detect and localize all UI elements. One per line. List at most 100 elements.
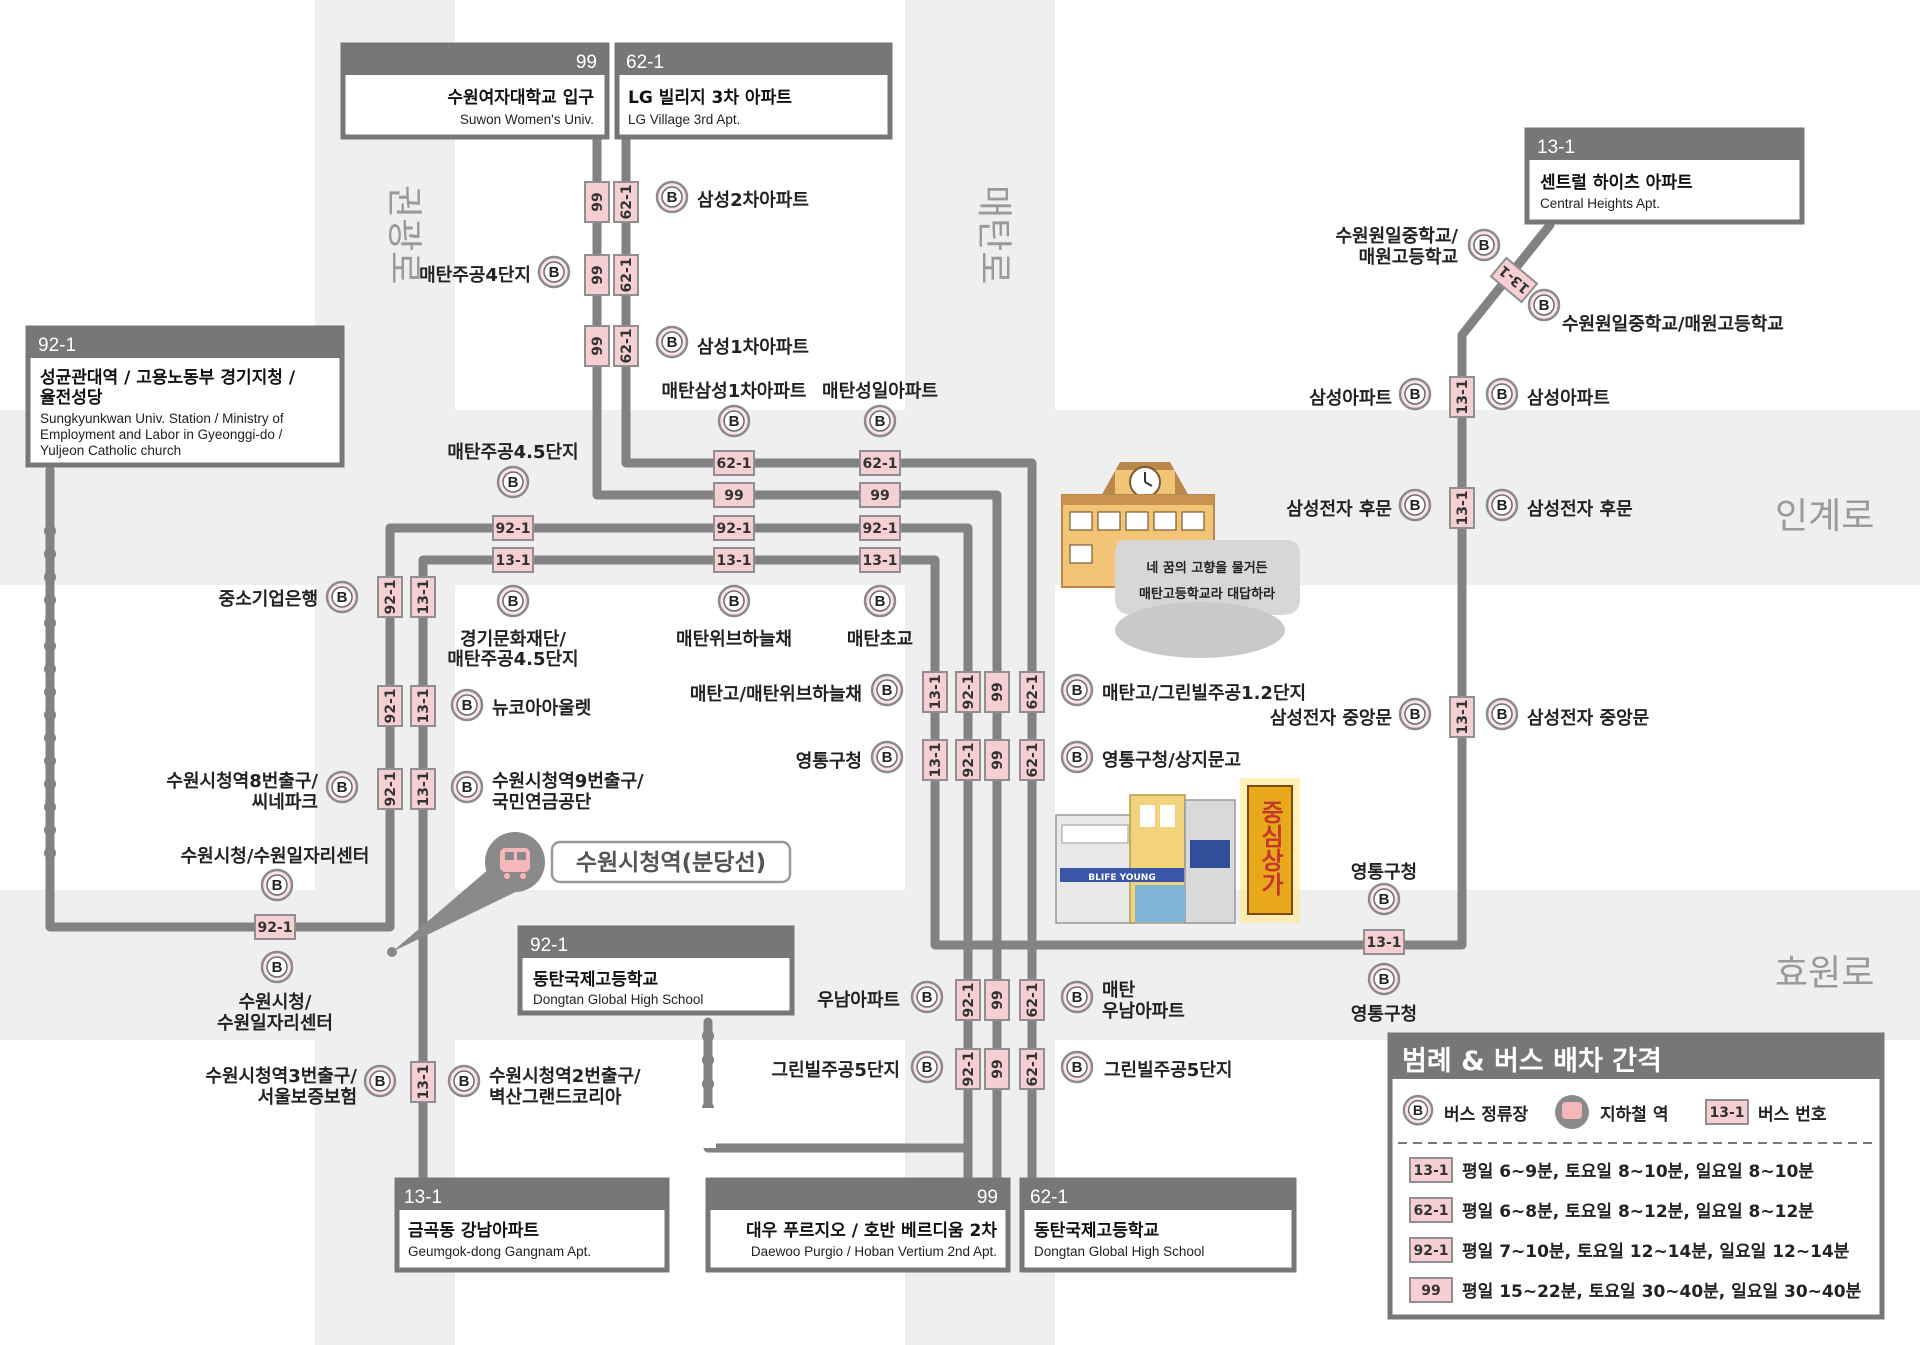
svg-text:99: 99 — [576, 52, 597, 73]
subway-name-box — [550, 840, 792, 884]
stop-label: 벽산그랜드코리아 — [489, 1087, 622, 1108]
stop-label: 영통구청 — [1351, 862, 1417, 883]
stop-labels: 삼성2차아파트 매탄주공4단지 삼성1차아파트 매탄삼성1차아파트 매탄성일아파… — [166, 190, 1783, 1108]
svg-text:13-1: 13-1 — [928, 742, 944, 777]
svg-text:92-1: 92-1 — [862, 521, 897, 537]
svg-text:13-1: 13-1 — [416, 688, 432, 723]
bus-stop-icon — [910, 980, 944, 1014]
subway-name: 수원시청역(분당선) — [576, 850, 766, 876]
svg-text:13-1: 13-1 — [416, 771, 432, 806]
route-tag: 92-1 — [713, 515, 755, 541]
bus-stop-icon — [496, 465, 530, 499]
stop-label: 수원일자리센터 — [217, 1013, 333, 1034]
stop-label: 우남아파트 — [817, 990, 900, 1011]
svg-text:62-1: 62-1 — [1025, 982, 1041, 1017]
stop-label: 삼성아파트 — [1309, 388, 1392, 409]
svg-text:성균관대역 / 고용노동부 경기지청 /: 성균관대역 / 고용노동부 경기지청 / — [40, 367, 296, 388]
svg-text:92-1: 92-1 — [383, 688, 399, 723]
legend-row: 99 평일 15~22분, 토요일 30~40분, 일요일 30~40분 — [1409, 1277, 1862, 1303]
svg-text:62-1: 62-1 — [619, 184, 635, 219]
subway-station: 수원시청역(분당선) — [387, 832, 792, 957]
route-tags: 99 62-1 99 62-1 99 62-1 62-1 99 92-1 13-… — [254, 181, 1539, 1103]
school-motto-2: 매탄고등학교라 대답하라 — [1139, 586, 1275, 602]
route-line-13-1 — [418, 220, 1555, 1185]
legend: 범례 & 버스 배차 간격 버스 정류장 지하철 역 13-1 버스 번호 13… — [1387, 1032, 1885, 1320]
stop-label: 수원시청역3번출구/ — [205, 1066, 357, 1087]
bus-stop-icon — [325, 770, 359, 804]
route-tag-pair: 99 — [584, 325, 610, 367]
bus-stop-icon — [1485, 697, 1519, 731]
svg-text:62-1: 62-1 — [619, 328, 635, 363]
legend-title: 범례 & 버스 배차 간격 — [1402, 1046, 1662, 1077]
terminal-99-top: 99 수원여자대학교 입구 Suwon Women's Univ. — [340, 42, 610, 140]
svg-text:13-1: 13-1 — [1413, 1163, 1448, 1179]
svg-text:92-1: 92-1 — [961, 742, 977, 777]
bus-stop-icon — [717, 404, 751, 438]
terminal-92-1-left: 92-1 성균관대역 / 고용노동부 경기지청 / 율전성당 Sungkyunk… — [25, 325, 345, 468]
svg-text:62-1: 62-1 — [862, 456, 897, 472]
svg-text:13-1: 13-1 — [416, 579, 432, 614]
svg-text:62-1: 62-1 — [626, 52, 664, 73]
bus-stop-icon — [655, 325, 689, 359]
stop-label: 매탄고/매탄위브하늘채 — [690, 684, 862, 705]
svg-text:13-1: 13-1 — [1455, 490, 1471, 525]
legend-subway-icon — [1555, 1095, 1589, 1129]
route-tag-pair: 62-1 — [613, 181, 639, 223]
bus-stop-icon — [1060, 740, 1094, 774]
svg-text:13-1: 13-1 — [1455, 379, 1471, 414]
terminals: 99 수원여자대학교 입구 Suwon Women's Univ. 62-1 L… — [25, 42, 1805, 1273]
terminal-13-1-bottom: 13-1 금곡동 강남아파트 Geumgok-dong Gangnam Apt. — [394, 1177, 670, 1273]
bus-stop-icon — [1398, 488, 1432, 522]
stop-label: 수원시청역8번출구/ — [166, 771, 318, 792]
legend-row: 92-1 평일 7~10분, 토요일 12~14분, 일요일 12~14분 — [1409, 1237, 1850, 1263]
svg-text:LG Village 3rd Apt.: LG Village 3rd Apt. — [628, 112, 740, 127]
stop-label: 삼성전자 후문 — [1286, 499, 1392, 520]
svg-text:평일 7~10분, 토요일 12~14분, 일요일 12~1: 평일 7~10분, 토요일 12~14분, 일요일 12~14분 — [1462, 1242, 1850, 1262]
bus-stop-icon — [717, 584, 751, 618]
bus-stop-icon — [1367, 882, 1401, 916]
route-tag-pair: 62-1 — [613, 254, 639, 296]
svg-text:13-1: 13-1 — [862, 553, 897, 569]
road-label-gwongwang: 권광로 — [383, 185, 424, 284]
legend-route-label: 버스 번호 — [1758, 1105, 1827, 1125]
bus-stop-icon — [863, 584, 897, 618]
stop-label: 우남아파트 — [1102, 1001, 1185, 1022]
bus-stop-icon — [450, 688, 484, 722]
stop-label: 경기문화재단/ — [460, 629, 566, 650]
stop-label: 그린빌주공5단지 — [772, 1060, 900, 1081]
svg-text:99: 99 — [990, 1059, 1006, 1078]
svg-text:13-1: 13-1 — [1366, 935, 1401, 951]
svg-text:Employment and Labor in Gyeong: Employment and Labor in Gyeonggi-do / — [40, 427, 283, 442]
stop-label: 수원시청역9번출구/ — [492, 771, 644, 792]
svg-text:99: 99 — [870, 488, 889, 504]
route-tag-pair: 62-1 — [613, 325, 639, 367]
bus-stop-icon — [450, 770, 484, 804]
stop-label: 삼성1차아파트 — [697, 337, 809, 358]
svg-text:수원여자대학교 입구: 수원여자대학교 입구 — [447, 88, 594, 108]
bus-stop-icon — [496, 584, 530, 618]
stop-label: 수원시청/수원일자리센터 — [181, 846, 370, 867]
stop-label: 수원원일중학교/ — [1336, 225, 1459, 247]
route-tag: 99 — [713, 482, 755, 508]
svg-text:율전성당: 율전성당 — [40, 388, 103, 408]
svg-text:금곡동 강남아파트: 금곡동 강남아파트 — [408, 1221, 539, 1241]
stop-label: 매탄주공4.5단지 — [447, 442, 578, 463]
svg-text:LG 빌리지 3차 아파트: LG 빌리지 3차 아파트 — [628, 88, 792, 108]
bus-stop-icon — [1060, 1050, 1094, 1084]
road-label-hyowon: 효원로 — [1775, 953, 1874, 994]
terminal-99-bottom: 99 대우 푸르지오 / 호반 베르디움 2차 Daewoo Purgio / … — [705, 1177, 1011, 1273]
svg-text:평일 6~9분, 토요일 8~10분, 일요일 8~10분: 평일 6~9분, 토요일 8~10분, 일요일 8~10분 — [1462, 1162, 1814, 1182]
route-tag: 99 — [859, 482, 901, 508]
stop-label: 삼성전자 중앙문 — [1270, 708, 1392, 729]
school-building: 네 꿈의 고향을 물거든 매탄고등학교라 대답하라 — [1061, 462, 1300, 658]
svg-text:62-1: 62-1 — [1030, 1187, 1068, 1208]
svg-text:평일 15~22분, 토요일 30~40분, 일요일 30~: 평일 15~22분, 토요일 30~40분, 일요일 30~40분 — [1462, 1282, 1862, 1302]
svg-text:92-1: 92-1 — [1413, 1243, 1448, 1259]
stop-label: 매탄삼성1차아파트 — [661, 381, 806, 402]
svg-text:92-1: 92-1 — [530, 935, 568, 956]
dotted-92-1-left — [44, 525, 56, 859]
svg-text:92-1: 92-1 — [257, 920, 292, 936]
stop-label: 매탄주공4단지 — [419, 265, 531, 286]
route-tag: 62-1 — [713, 450, 755, 476]
svg-text:Daewoo Purgio / Hoban Vertium: Daewoo Purgio / Hoban Vertium 2nd Apt. — [751, 1244, 997, 1259]
